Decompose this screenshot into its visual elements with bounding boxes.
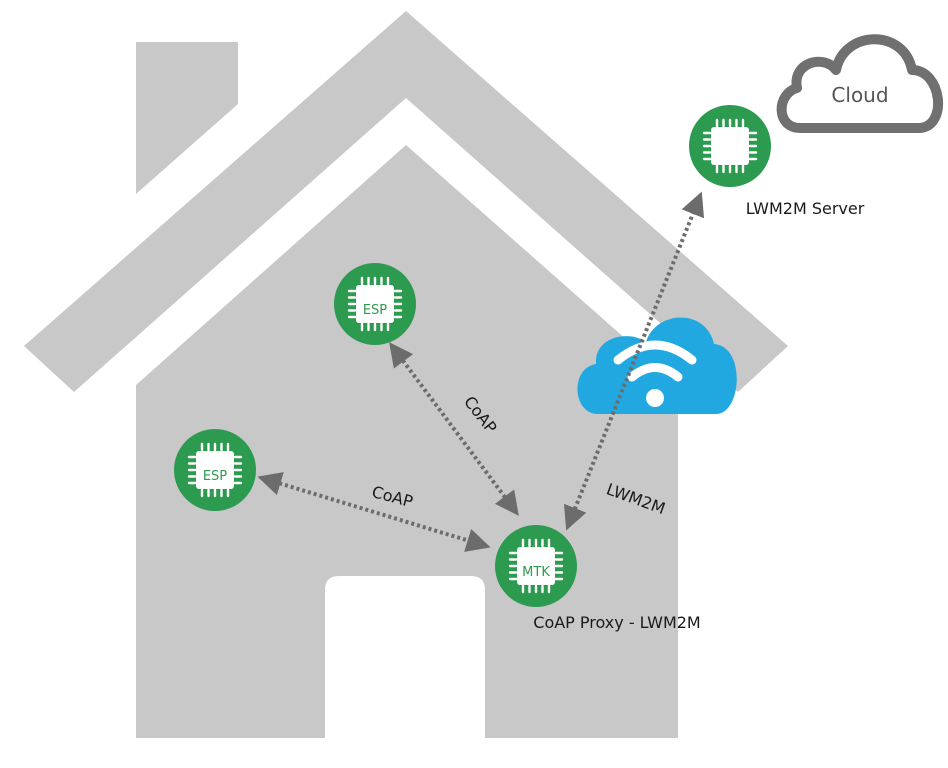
chip-label-esp-top: ESP [363,303,387,318]
node-esp-left: ESP [173,428,257,512]
node-caption-mtk: CoAP Proxy - LWM2M [533,613,700,632]
wifi-dot [646,389,664,407]
chip-label-esp-left: ESP [203,469,227,484]
connections [257,191,705,552]
node-mtk: MTK CoAP Proxy - LWM2M [494,524,701,632]
internet-cloud: Cloud [776,34,944,133]
link-esp-top-mtk [389,342,519,516]
chip-icon [688,104,772,188]
node-caption-server: LWM2M Server [746,199,865,218]
node-esp-top: ESP [333,262,417,346]
link-mtk-server [563,191,705,531]
cloud-label: Cloud [831,83,888,107]
node-server: LWM2M Server [688,104,865,218]
chip-label-mtk: MTK [522,565,550,580]
